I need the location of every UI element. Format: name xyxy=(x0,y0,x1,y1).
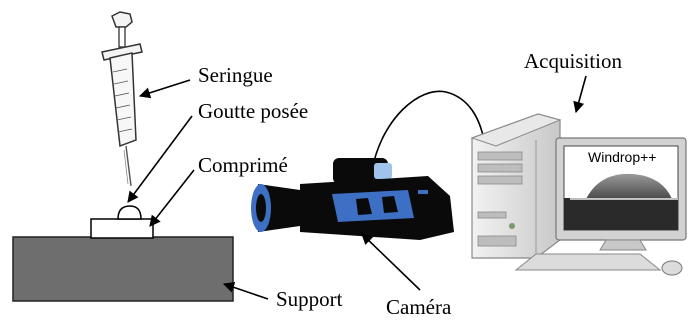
label-syringe: Seringue xyxy=(198,63,273,87)
arrow-syringe xyxy=(138,79,191,99)
label-drop: Goutte posée xyxy=(198,99,308,123)
support-block xyxy=(12,236,234,302)
camera xyxy=(251,90,485,240)
arrow-camera xyxy=(361,233,421,291)
arrow-support xyxy=(222,281,269,300)
syringe xyxy=(101,11,143,187)
arrow-acquisition xyxy=(573,75,587,114)
monitor xyxy=(555,137,687,251)
computer-tower xyxy=(470,113,562,259)
drop xyxy=(117,205,142,220)
label-software: Windrop++ xyxy=(588,149,656,165)
keyboard xyxy=(514,253,662,271)
label-acquisition: Acquisition xyxy=(524,49,622,73)
label-tablet: Comprimé xyxy=(198,153,288,177)
label-support: Support xyxy=(276,287,343,311)
mouse xyxy=(661,260,683,276)
tablet xyxy=(90,218,154,239)
arrow-drop xyxy=(127,115,193,203)
label-camera: Caméra xyxy=(386,295,452,319)
arrow-tablet xyxy=(149,169,195,227)
